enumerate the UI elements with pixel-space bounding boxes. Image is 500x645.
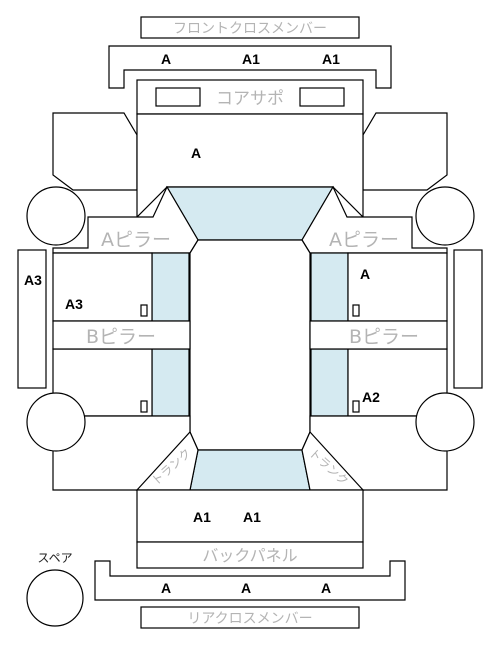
front-cross-member-label-box	[140, 16, 360, 39]
right-front-door-handle	[352, 304, 360, 317]
back-panel-label: バックパネル	[202, 546, 297, 565]
left-rear-door-handle	[140, 400, 148, 413]
right-a-pillar-label: Aピラー	[329, 229, 399, 251]
front-cross-grade-1: A	[161, 51, 171, 67]
right-b-pillar-label: Bピラー	[349, 326, 419, 348]
front-right-wheel[interactable]	[415, 186, 475, 246]
front-cross-member[interactable]	[108, 45, 392, 89]
rear-cross-member-label-box	[140, 606, 360, 629]
left-b-pillar[interactable]	[52, 320, 191, 350]
right-front-door[interactable]	[347, 252, 448, 322]
right-rear-door-grade: A2	[362, 389, 380, 405]
left-front-door-handle	[140, 304, 148, 317]
rear-right-wheel[interactable]	[415, 392, 475, 452]
left-a-pillar-label: Aピラー	[101, 229, 171, 251]
spare-label: スペア	[37, 551, 72, 565]
rear-left-wheel[interactable]	[26, 392, 86, 452]
left-front-door-grade: A3	[65, 296, 83, 312]
rear-cross-member[interactable]	[94, 560, 406, 601]
right-rocker[interactable]	[453, 249, 483, 389]
right-rear-door-handle	[352, 400, 360, 413]
front-cross-grade-2: A1	[242, 51, 260, 67]
right-front-door-grade: A	[360, 266, 370, 282]
left-rear-window[interactable]	[151, 348, 190, 417]
trunk-lid[interactable]	[136, 489, 364, 543]
core-support-label: コアサポ	[216, 89, 284, 109]
back-panel[interactable]	[136, 541, 364, 569]
roof[interactable]	[189, 239, 311, 451]
spare-tire[interactable]	[26, 569, 84, 627]
right-front-fender[interactable]	[362, 112, 448, 191]
trunk-grade-2: A1	[243, 509, 261, 525]
right-rear-window[interactable]	[310, 348, 349, 417]
left-headlight[interactable]	[155, 87, 201, 107]
rear-cross-grade-2: A	[241, 580, 251, 596]
trunk-grade-1: A1	[193, 509, 211, 525]
front-left-wheel[interactable]	[26, 186, 86, 246]
rear-cross-member-label: リアクロスメンバー	[187, 611, 312, 627]
left-b-pillar-label: Bピラー	[86, 326, 156, 348]
rear-cross-grade-1: A	[161, 580, 171, 596]
left-rocker-grade: A3	[24, 272, 42, 288]
hood-grade: A	[191, 145, 201, 161]
left-front-fender[interactable]	[52, 112, 138, 191]
front-cross-grade-3: A1	[322, 51, 340, 67]
right-b-pillar[interactable]	[309, 320, 448, 350]
rear-cross-grade-3: A	[321, 580, 331, 596]
right-front-window[interactable]	[310, 252, 349, 322]
front-cross-member-label: フロントクロスメンバー	[173, 21, 327, 37]
right-headlight[interactable]	[299, 87, 345, 107]
left-rocker[interactable]	[17, 249, 47, 389]
rear-window[interactable]	[189, 449, 311, 491]
left-front-window[interactable]	[151, 252, 190, 322]
